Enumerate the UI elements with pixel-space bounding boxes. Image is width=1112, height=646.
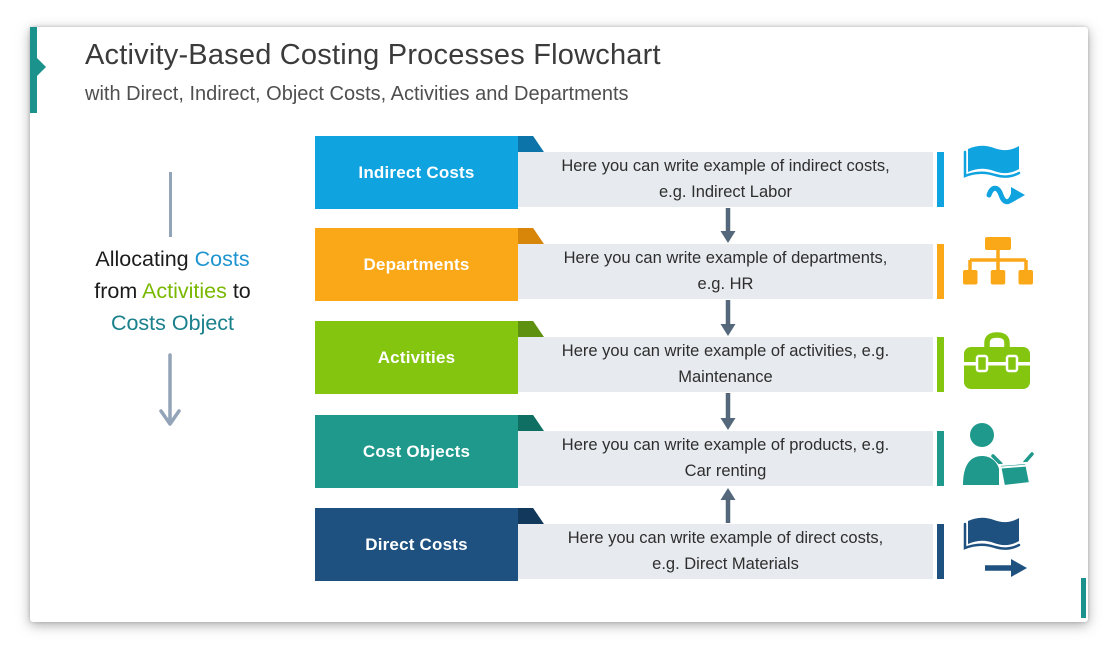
cost-objects-label-box: Cost Objects [315,415,518,488]
left-accent-chevron-icon [37,58,46,76]
flag-wavy-arrow-icon [958,143,1036,209]
departments-description-box: Here you can write example of department… [518,244,933,299]
cost-objects-description-box: Here you can write example of products, … [518,431,933,486]
flow-arrow-down-1 [720,208,736,243]
indirect-costs-description-box: Here you can write example of indirect c… [518,152,933,207]
row-label: Activities [377,347,456,367]
row-accent-bar [937,337,944,392]
person-box-icon [958,422,1036,488]
allocation-text: to [226,279,251,303]
flow-row-direct-costs: Direct Costs Here you can write example … [30,508,1088,581]
row-label: Direct Costs [365,534,468,554]
allocation-activities-highlight: Activities [142,279,227,303]
allocation-flow-line [169,172,172,237]
page-title: Activity-Based Costing Processes Flowcha… [85,39,661,71]
row-description: Here you can write example of department… [563,248,888,293]
flow-row-indirect-costs: Indirect Costs Here you can write exampl… [30,136,1088,209]
row-description: Here you can write example of indirect c… [561,156,890,201]
allocation-costs-object-highlight: Costs Object [110,311,235,335]
org-chart-icon [958,235,1036,301]
flow-row-departments: Departments Here you can write example o… [30,228,1088,301]
row-accent-bar [937,152,944,207]
row-label: Cost Objects [362,441,471,461]
flow-arrow-up-1 [720,488,736,523]
allocation-note: Allocating Costs from Activities to Cost… [40,243,305,339]
slide: Activity-Based Costing Processes Flowcha… [30,27,1088,622]
flow-row-cost-objects: Cost Objects Here you can write example … [30,415,1088,488]
row-description: Here you can write example of direct cos… [567,528,884,573]
row-accent-bar [937,524,944,579]
bottom-right-accent-bar [1081,578,1086,618]
row-accent-bar [937,431,944,486]
row-description: Here you can write example of activities… [561,341,890,386]
row-label: Departments [363,254,470,274]
row-description: Here you can write example of products, … [561,435,890,480]
activities-description-box: Here you can write example of activities… [518,337,933,392]
allocation-text: from [94,279,143,303]
flag-straight-arrow-icon [958,515,1036,581]
allocation-text: Allocating [95,247,195,271]
departments-label-box: Departments [315,228,518,301]
left-accent-bar [30,27,37,113]
direct-costs-label-box: Direct Costs [315,508,518,581]
indirect-costs-label-box: Indirect Costs [315,136,518,209]
direct-costs-description-box: Here you can write example of direct cos… [518,524,933,579]
row-accent-bar [937,244,944,299]
row-label: Indirect Costs [358,162,475,182]
flow-arrow-down-2 [720,300,736,336]
toolbox-icon [958,328,1036,394]
page-subtitle: with Direct, Indirect, Object Costs, Act… [85,83,629,105]
flow-arrow-down-3 [720,393,736,430]
allocation-down-arrow-icon [159,353,181,426]
allocation-costs-highlight: Costs [194,247,250,271]
activities-label-box: Activities [315,321,518,394]
flow-row-activities: Activities Here you can write example of… [30,321,1088,394]
